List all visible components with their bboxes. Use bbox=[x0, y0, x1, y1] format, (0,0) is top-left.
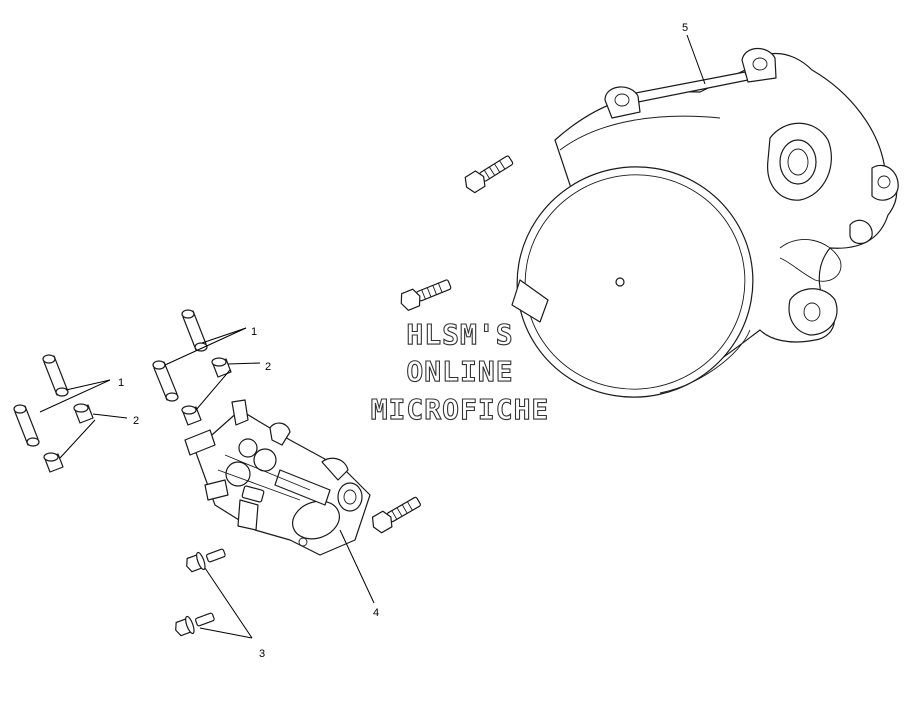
callout-4: 4 bbox=[373, 607, 379, 619]
callout-1-upper: 1 bbox=[251, 326, 257, 338]
dowel-pin-left-bottom bbox=[13, 404, 40, 447]
dowel-pin-upper bbox=[181, 309, 208, 352]
leader-lines bbox=[39, 34, 706, 639]
bushing-upper bbox=[211, 357, 232, 378]
callout-5: 5 bbox=[682, 22, 688, 34]
bolt-right bbox=[371, 496, 421, 534]
flange-bolt-upper bbox=[186, 548, 226, 573]
watermark-line-2: ONLINE bbox=[406, 355, 513, 388]
callout-2-upper: 2 bbox=[265, 361, 271, 373]
callout-2-left: 2 bbox=[133, 415, 139, 427]
watermark-line-1: HLSM'S bbox=[406, 318, 513, 351]
valve-assembly-part-4 bbox=[184, 399, 371, 556]
bushing-left-bottom bbox=[43, 452, 64, 473]
bushing-mid bbox=[181, 405, 202, 426]
bolt-center bbox=[400, 279, 452, 311]
callouts: 1 1 2 2 3 4 5 bbox=[118, 22, 688, 660]
callout-1-left: 1 bbox=[118, 377, 124, 389]
dowel-pin-left-top bbox=[42, 354, 69, 397]
watermark: HLSM'S ONLINE MICROFICHE bbox=[370, 317, 550, 426]
dowel-pin-mid bbox=[152, 360, 179, 402]
cover-part-5 bbox=[511, 47, 899, 398]
bushing-left-top bbox=[73, 403, 94, 424]
callout-3: 3 bbox=[259, 648, 265, 660]
flange-bolt-lower bbox=[175, 612, 215, 637]
watermark-line-3: MICROFICHE bbox=[371, 393, 550, 426]
bolt-cover-upper bbox=[464, 155, 514, 194]
